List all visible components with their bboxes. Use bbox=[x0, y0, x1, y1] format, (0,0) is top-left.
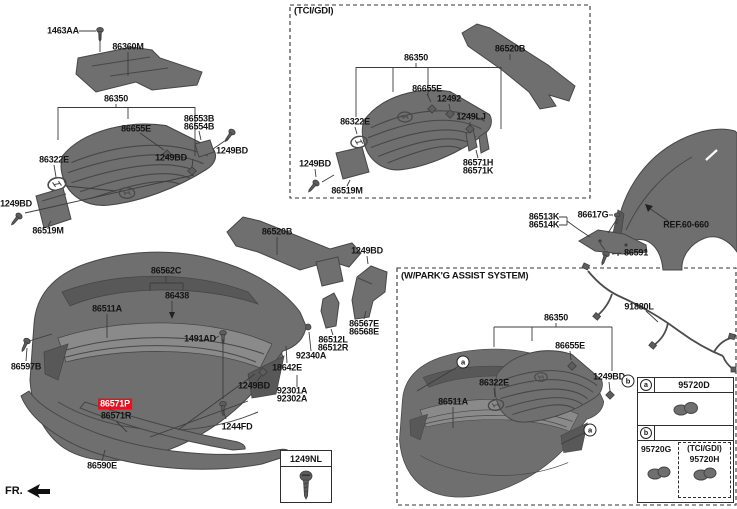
label-1244fd[interactable]: 1244FD bbox=[221, 421, 253, 432]
marker-cell-a: a bbox=[638, 378, 655, 392]
fr-direction-marker: FR. bbox=[5, 483, 52, 499]
park-86350[interactable]: 86350 bbox=[543, 312, 569, 323]
label-ref-60-660[interactable]: REF.60-660 bbox=[663, 219, 709, 230]
tci-1249bd[interactable]: 1249BD bbox=[299, 158, 331, 169]
label-86562c[interactable]: 86562C bbox=[150, 265, 182, 276]
label-1249bd-side[interactable]: 1249BD bbox=[238, 380, 270, 391]
sensor-a-image bbox=[638, 393, 733, 426]
sensor-part-h-label[interactable]: 95720H bbox=[689, 454, 720, 464]
label-86590e[interactable]: 86590E bbox=[87, 460, 117, 471]
tci-86571k[interactable]: 86571K bbox=[462, 165, 494, 176]
sensor-tci-title: (TCI/GDI) bbox=[687, 444, 722, 453]
label-1249bd-bracket[interactable]: 1249BD bbox=[216, 145, 248, 156]
tci-box-title: (TCI/GDI) bbox=[294, 5, 334, 17]
bumper-wiring-harness-drawing bbox=[581, 262, 737, 373]
label-86553b[interactable]: 86553B bbox=[183, 113, 215, 124]
tci-license-bracket-drawing bbox=[335, 146, 370, 180]
tci-86519m[interactable]: 86519M bbox=[331, 185, 363, 196]
license-plate-bracket-drawing bbox=[35, 187, 72, 229]
fastener-screw-image bbox=[281, 467, 331, 503]
tci-1249lj[interactable]: 1249LJ bbox=[456, 111, 486, 122]
tci-86322e[interactable]: 86322E bbox=[340, 116, 370, 127]
park-86511a[interactable]: 86511A bbox=[438, 396, 468, 407]
callout-a-2: a bbox=[583, 423, 597, 437]
park-91880l[interactable]: 91880L bbox=[624, 301, 654, 312]
sensor-b-area: 95720G (TCI/GDI) 95720H bbox=[638, 441, 733, 501]
corner-bracket-drawing bbox=[351, 265, 388, 320]
label-86617g[interactable]: 86617G bbox=[577, 209, 609, 220]
sensor-g-image bbox=[644, 463, 674, 488]
label-86597b[interactable]: 86597B bbox=[10, 361, 42, 372]
label-1249bd-license[interactable]: 1249BD bbox=[0, 198, 32, 209]
sensor-tci-sub-box: (TCI/GDI) 95720H bbox=[678, 442, 731, 498]
label-92301a[interactable]: 92301A bbox=[276, 385, 308, 396]
tci-gdi-box-border bbox=[289, 4, 591, 199]
label-86513k[interactable]: 86513K bbox=[528, 211, 560, 222]
fr-label: FR. bbox=[5, 485, 23, 497]
leader-lines bbox=[24, 30, 669, 462]
radiator-grille-upper-cover-drawing bbox=[75, 46, 203, 93]
tci-86655e[interactable]: 86655E bbox=[412, 83, 442, 94]
tci-absorber-drawing bbox=[461, 23, 576, 110]
label-86519m-main[interactable]: 86519M bbox=[32, 225, 64, 236]
label-1249bd-grille[interactable]: 1249BD bbox=[155, 152, 187, 163]
bumper-lower-cover-drawing bbox=[20, 390, 291, 470]
label-86655e-main[interactable]: 86655E bbox=[121, 123, 151, 134]
label-86520b-main[interactable]: 86520B bbox=[261, 226, 293, 237]
label-86554b[interactable]: 86554B bbox=[183, 121, 215, 132]
sensor-part-g-label[interactable]: 95720G bbox=[641, 444, 672, 454]
grille-side-bracket-drawing bbox=[194, 139, 215, 158]
label-86591[interactable]: 86591 bbox=[623, 247, 649, 258]
tci-86350[interactable]: 86350 bbox=[403, 52, 429, 63]
park-1249bd[interactable]: 1249BD bbox=[593, 371, 625, 382]
sensor-reference-panel: a 95720D b 95720G (TC bbox=[637, 377, 734, 503]
label-18642e[interactable]: 18642E bbox=[272, 362, 302, 373]
label-86438[interactable]: 86438 bbox=[164, 290, 190, 301]
fastener-part-label[interactable]: 1249NL bbox=[281, 451, 331, 467]
label-86512l[interactable]: 86512L bbox=[318, 334, 348, 345]
label-92340a[interactable]: 92340A bbox=[295, 350, 327, 361]
label-86571p[interactable]: 86571P bbox=[98, 398, 132, 410]
label-86350-main[interactable]: 86350 bbox=[103, 93, 129, 104]
park-86322e[interactable]: 86322E bbox=[479, 377, 509, 388]
fastener-callout-box: 1249NL bbox=[280, 450, 332, 503]
fr-arrow-icon bbox=[26, 484, 50, 498]
sensor-part-a-label[interactable]: 95720D bbox=[678, 380, 710, 390]
label-86360m[interactable]: 86360M bbox=[112, 41, 144, 52]
label-86568e[interactable]: 86568E bbox=[349, 326, 379, 337]
callout-b-1: b bbox=[621, 374, 635, 388]
label-86571r[interactable]: 86571R bbox=[100, 410, 132, 421]
tci-86520b[interactable]: 86520B bbox=[494, 43, 526, 54]
tci-grille-stay-drawings bbox=[465, 128, 490, 154]
tci-86571h[interactable]: 86571H bbox=[462, 157, 494, 168]
label-1491ad[interactable]: 1491AD bbox=[184, 333, 216, 344]
callout-a-key: a bbox=[640, 379, 652, 391]
bumper-side-fin-drawing bbox=[320, 292, 340, 329]
label-1249bd-absorber[interactable]: 1249BD bbox=[351, 245, 383, 256]
callout-a-1: a bbox=[456, 355, 470, 369]
bumper-side-bracket-drawing bbox=[578, 229, 648, 255]
sensor-h-image bbox=[693, 467, 716, 481]
label-86322e-main[interactable]: 86322E bbox=[39, 154, 69, 165]
sensor-row-b: b bbox=[638, 426, 733, 441]
park-box-title: (W/PARK'G ASSIST SYSTEM) bbox=[401, 270, 529, 282]
label-86512r[interactable]: 86512R bbox=[317, 342, 349, 353]
parking-assist-box-border bbox=[396, 267, 737, 506]
bumper-absorber-drawing bbox=[226, 216, 362, 287]
label-86511a-main[interactable]: 86511A bbox=[92, 303, 122, 314]
tci-12492[interactable]: 12492 bbox=[436, 93, 462, 104]
bumper-lip-moulding-drawing bbox=[79, 401, 246, 451]
label-86514k[interactable]: 86514K bbox=[528, 219, 560, 230]
label-92302a[interactable]: 92302A bbox=[276, 393, 308, 404]
label-86567e[interactable]: 86567E bbox=[349, 318, 379, 329]
marker-cell-b: b bbox=[638, 426, 655, 440]
sensor-row-a: a 95720D bbox=[638, 378, 733, 393]
park-86655e[interactable]: 86655E bbox=[555, 340, 585, 351]
callout-b-key: b bbox=[640, 427, 652, 439]
label-1463aa[interactable]: 1463AA bbox=[47, 25, 79, 36]
